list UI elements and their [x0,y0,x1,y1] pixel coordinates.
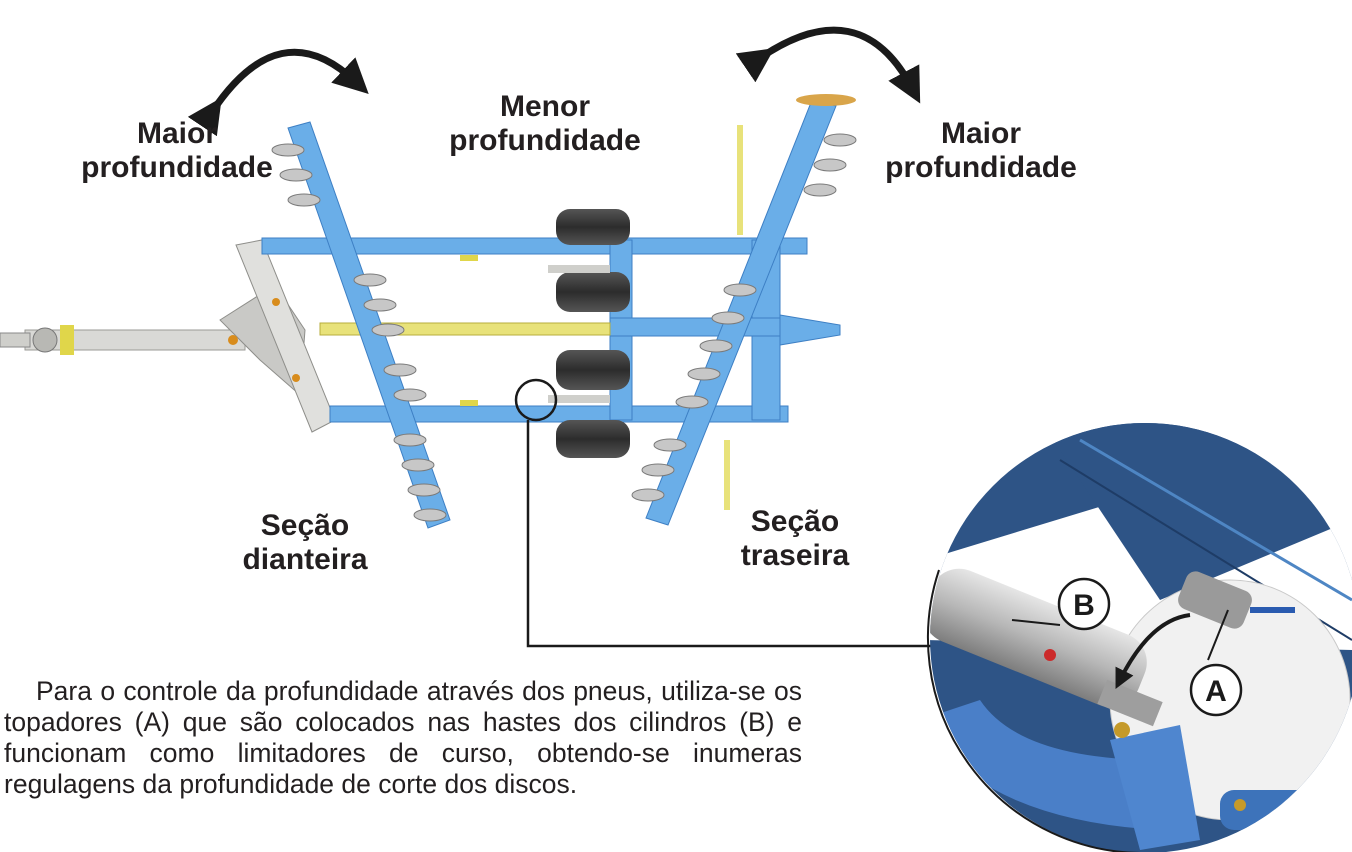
tires [548,209,630,458]
callout-a-letter: A [1205,675,1227,708]
description-paragraph: Para o controle da profundidade através … [4,676,802,800]
paragraph-text: Para o controle da profundidade através … [4,676,802,799]
callout-a: A [1189,663,1243,717]
label-line: profundidade [449,124,641,157]
label-maior-profundidade-left: Maior profundidade [72,117,282,185]
detail-marker-circle [514,378,558,422]
callout-b-letter: B [1073,589,1095,622]
label-secao-traseira: Seção traseira [705,505,885,573]
label-line: profundidade [885,151,1077,184]
label-line: dianteira [242,543,368,576]
label-secao-dianteira: Seção dianteira [215,509,395,577]
label-line: traseira [740,539,850,572]
label-menor-profundidade: Menor profundidade [430,90,660,158]
label-line: Maior [940,117,1021,150]
rear-gang [631,94,857,526]
detail-leader-line [526,420,938,648]
detail-inset [930,423,1352,852]
label-line: Seção [750,505,840,538]
label-line: Maior [136,117,217,150]
left-rotation-arrow [187,48,369,137]
drawbar [0,239,336,433]
callout-b: B [1057,577,1111,631]
label-line: profundidade [81,151,273,184]
label-maior-profundidade-right: Maior profundidade [866,117,1096,185]
label-line: Menor [500,90,590,123]
right-rotation-arrow [735,26,921,104]
front-gang [271,121,451,529]
label-line: Seção [260,509,350,542]
